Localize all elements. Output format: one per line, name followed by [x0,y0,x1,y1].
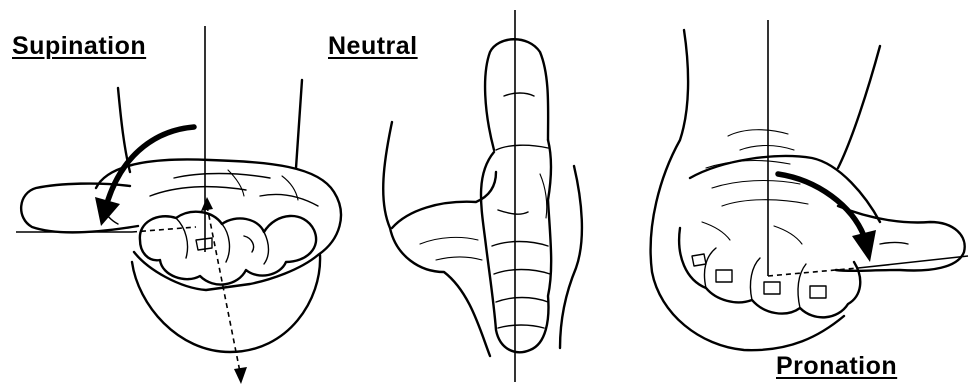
supination-thumb [21,184,138,233]
supination-rotation-arrow [108,127,194,200]
supination-axis-arrowhead-down [234,367,247,384]
pronation-fingers [679,228,860,317]
neutral-figure [383,10,582,382]
pronation-figure [651,20,968,350]
supination-figure [16,26,341,384]
pronation-rotated-axis [768,268,858,276]
supination-fingertips [140,212,316,285]
neutral-thumb [485,39,548,150]
supination-axis-arrowhead-up [201,197,213,211]
